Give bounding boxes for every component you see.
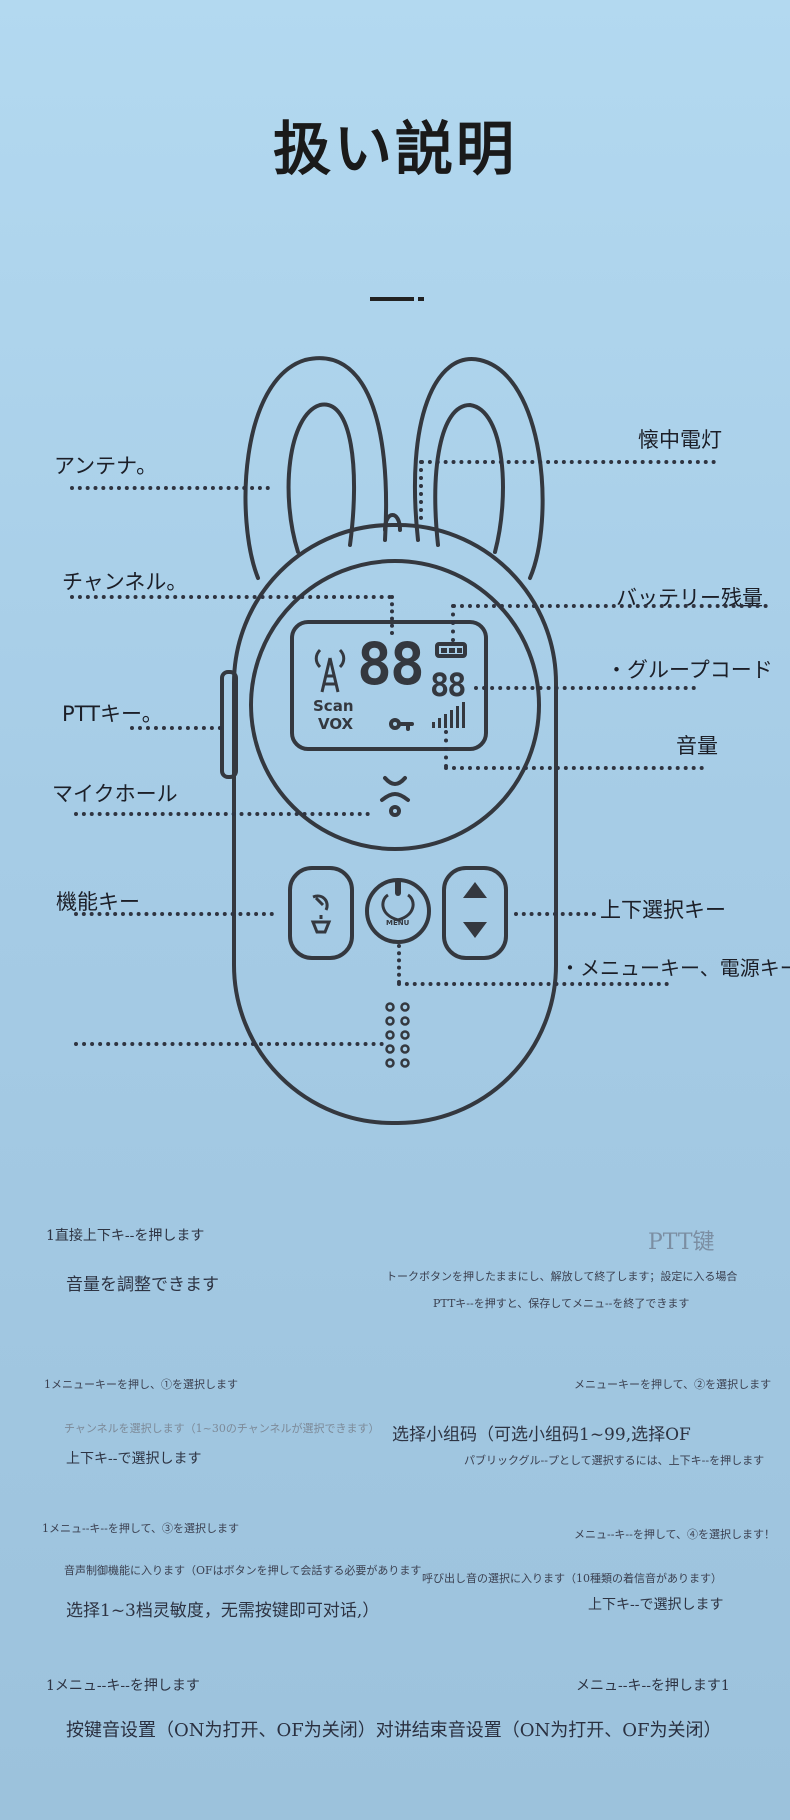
leader-volume — [444, 766, 704, 770]
note-b3-right-3: 上下キ--で選択します — [588, 1597, 724, 1613]
note-b3-right-2: 呼び出し音の選択に入ります（10種類の着信音があります） — [422, 1572, 722, 1585]
menu-button-label: MENU — [386, 919, 410, 927]
note-b1-left-2: 音量を調整できます — [66, 1275, 219, 1295]
callout-ptt-key: PTTキー。 — [62, 702, 163, 726]
callout-menu-power-key: ・メニューキー、電源キー — [560, 956, 790, 980]
leader-antenna — [70, 486, 270, 490]
lcd-channel-digits: 88 — [357, 630, 425, 698]
side-ptt-button — [220, 670, 238, 779]
title-divider-dot — [418, 297, 424, 301]
leader-battery — [452, 604, 768, 608]
note-b4-bottom: 按键音设置（ON为打开、OF为关闭）对讲结束音设置（ON为打开、OF为关闭） — [66, 1720, 722, 1741]
leader-menu-power — [397, 982, 669, 986]
note-b3-left-2: 音声制御機能に入ります（OFはボタンを押して会話する必要があります — [64, 1564, 422, 1577]
note-b4-left-1: 1メニュ--キ--を押します — [46, 1678, 200, 1694]
leader-group-code — [474, 686, 696, 690]
leader-volume-v — [444, 730, 448, 768]
ptt-heading: PTT键 — [648, 1230, 715, 1255]
note-b2-left-1: 1メニューキーを押し、①を選択します — [44, 1378, 238, 1391]
right-ear-outer — [413, 357, 545, 580]
left-ear-outer — [243, 356, 389, 580]
leader-mic-hole — [74, 812, 370, 816]
leader-updown-key — [514, 912, 596, 916]
leader-flashlight — [420, 460, 716, 464]
callout-function-key: 機能キー — [56, 890, 140, 914]
callout-group-code: ・グループコード — [606, 658, 773, 682]
note-b3-right-1: メニュ--キ--を押して、④を選択します！ — [574, 1528, 775, 1541]
note-b4-right-1: メニュ--キ--を押します1 — [576, 1678, 730, 1694]
callout-channel: チャンネル。 — [62, 570, 188, 594]
callout-flashlight: 懐中電灯 — [638, 428, 722, 452]
note-b2-right-1: メニューキーを押して、②を選択します — [574, 1378, 772, 1391]
note-b2-right-3: パブリックグル--プとして選択するには、上下キ--を押します — [464, 1454, 765, 1467]
lcd-panel — [290, 620, 488, 751]
lcd-vox-label: VOX — [318, 715, 354, 733]
leader-ptt-key — [130, 726, 222, 730]
leader-function-key — [74, 912, 274, 916]
note-b1-right-1: トークボタンを押したままにし、解放して終了します；設定に入る場合 — [386, 1270, 738, 1283]
page-title: 扱い説明 — [272, 115, 517, 183]
callout-mic-hole: マイクホール — [52, 782, 178, 806]
walkie-talkie-illustration — [220, 356, 558, 1125]
leader-battery-v — [451, 604, 455, 642]
lcd-group-digits: 88 — [430, 666, 467, 704]
function-button — [288, 866, 354, 960]
note-b3-left-3: 选择1~3档灵敏度，无需按键即可对话,） — [66, 1601, 380, 1621]
leader-flashlight-v — [419, 460, 423, 520]
leader-channel — [70, 595, 392, 599]
callout-updown-key: 上下選択キー — [600, 898, 726, 922]
note-b2-right-2: 选择小组码（可选小组码1~99,选择OF — [392, 1425, 691, 1445]
lcd-scan-label: Scan — [313, 697, 354, 715]
note-b2-left-2: チャンネルを選択します（1~30のチャンネルが選択できます） — [64, 1422, 380, 1435]
callout-volume: 音量 — [676, 734, 718, 758]
note-b2-left-3: 上下キ--で選択します — [66, 1451, 202, 1467]
leader-menu-power-v — [397, 944, 401, 984]
note-b1-left-1: 1直接上下キ--を押します — [46, 1228, 205, 1244]
updown-button — [442, 866, 508, 960]
leader-speaker — [74, 1042, 384, 1046]
leader-channel-v — [390, 595, 394, 635]
screen-bezel — [249, 559, 541, 851]
note-b1-right-2: PTTキ--を押すと、保存してメニュ--を終了できます — [433, 1297, 690, 1310]
callout-antenna: アンテナ。 — [54, 454, 158, 478]
device-body — [232, 523, 558, 1125]
title-divider — [370, 297, 414, 301]
note-b3-left-1: 1メニュ--キ--を押して、③を選択します — [42, 1522, 239, 1535]
